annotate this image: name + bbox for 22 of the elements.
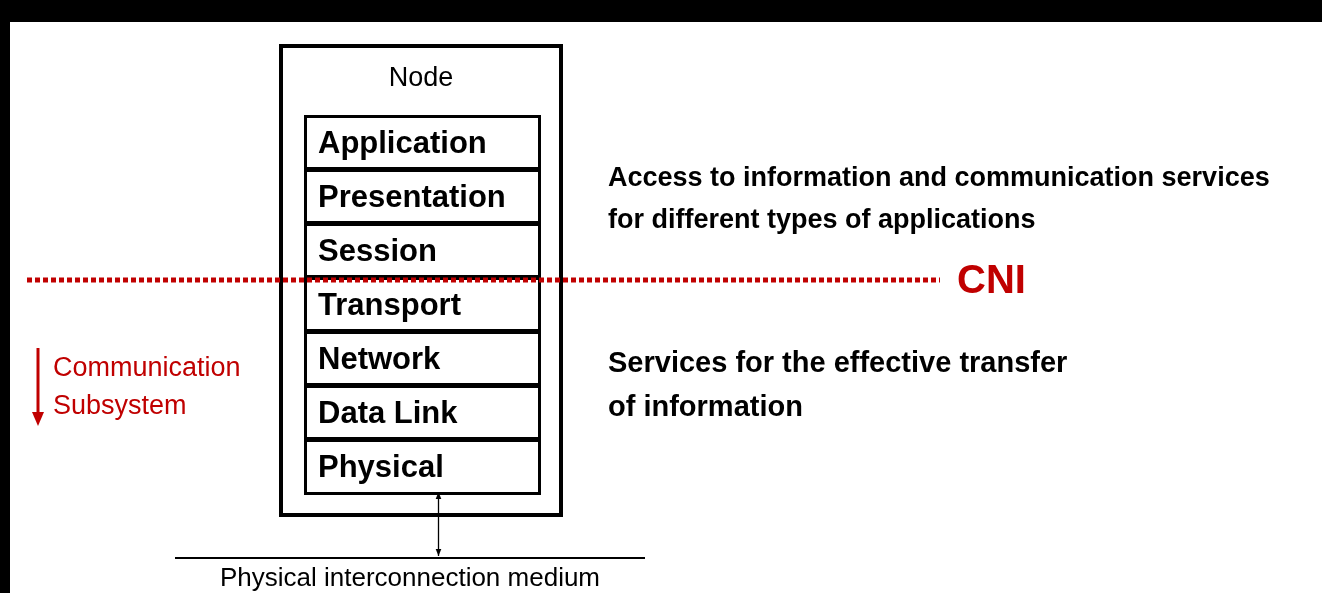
- layer-box: [304, 439, 541, 495]
- layer-box: [304, 223, 541, 278]
- subsystem-label: Communication Subsystem: [53, 351, 242, 423]
- interface-label: CNI: [957, 257, 1027, 301]
- layer-label: Physical: [318, 449, 444, 485]
- medium-line: [175, 557, 645, 593]
- description-text: Access to information and communication services for different types of applications: [608, 161, 1271, 236]
- layer-label: Session: [318, 232, 437, 269]
- description-text: Services for the effective transfer of information: [608, 345, 1068, 424]
- layer-label: Data Link: [318, 394, 458, 431]
- layer-box: [304, 331, 541, 386]
- layer-box: [304, 115, 541, 170]
- layer-label: Application: [318, 124, 487, 161]
- layer-box: [304, 277, 541, 332]
- layer-label: Transport: [318, 286, 461, 323]
- layer-box: [304, 385, 541, 440]
- node-box: [279, 44, 563, 517]
- medium-label: Physical interconnection medium: [219, 562, 601, 593]
- layer-box: [304, 169, 541, 224]
- layer-label: Network: [318, 340, 441, 377]
- layer-label: Presentation: [318, 178, 506, 215]
- node-title: Node: [387, 62, 455, 93]
